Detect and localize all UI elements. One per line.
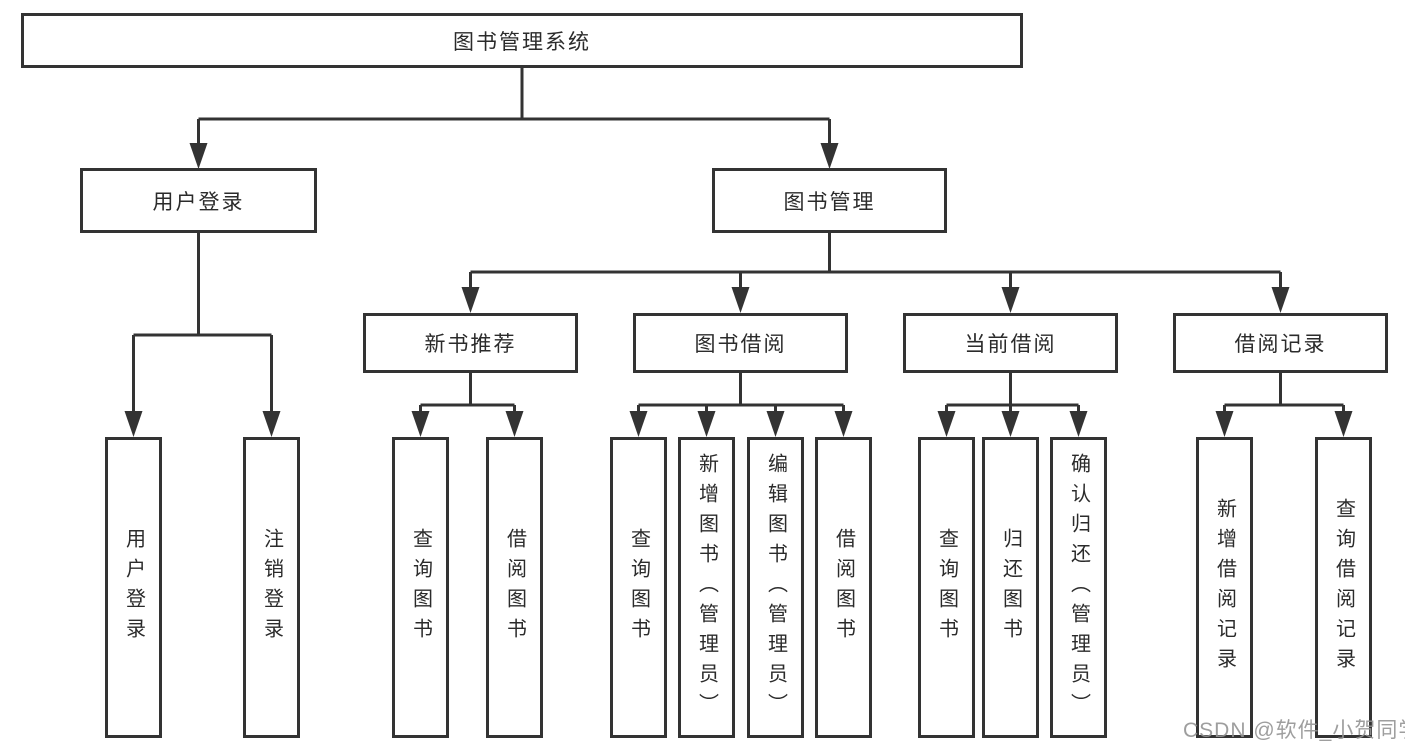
leaf-add-book-admin-label: 新增图书（管理员） [695,452,718,723]
leaf-query-borrow-record-label: 查询借阅记录 [1332,497,1355,678]
leaf-query-books-recommend-label: 查询图书 [409,527,432,648]
leaf-query-books-current-label: 查询图书 [935,527,958,648]
arrowheads-user-login-children [124,411,281,437]
arrowheads-group2 [937,411,1088,437]
connector-group2-children [945,373,1080,412]
leaf-borrow-books-recommend-label: 借阅图书 [503,527,526,648]
connector-group3-children [1223,373,1345,412]
leaf-borrow-books-borrowing-label: 借阅图书 [832,527,855,648]
leaf-user-login-label: 用户登录 [122,527,145,648]
connector-user-login-children [132,233,273,412]
node-root-system: 图书管理系统 [21,13,1023,68]
node-borrowing-records-label: 借阅记录 [1234,333,1327,356]
node-current-borrowing: 当前借阅 [903,313,1118,373]
arrowheads-group3 [1215,411,1353,437]
node-borrowing-records: 借阅记录 [1173,313,1388,373]
connector-book-management-to-level2 [469,233,1282,288]
arrowheads-group0 [411,411,524,437]
leaf-add-borrow-record: 新增借阅记录 [1196,437,1253,738]
leaf-query-borrow-record: 查询借阅记录 [1315,437,1372,738]
node-book-management: 图书管理 [712,168,947,233]
node-user-login-label: 用户登录 [152,190,245,214]
node-root-system-label: 图书管理系统 [453,30,591,54]
leaf-query-books-current: 查询图书 [918,437,975,738]
leaf-confirm-return-admin-label: 确认归还（管理员） [1067,452,1090,723]
connector-root-to-level1 [197,68,831,144]
node-current-borrowing-label: 当前借阅 [964,333,1057,356]
arrowheads-group1 [629,411,853,437]
arrowheads-level2 [461,287,1290,313]
leaf-return-book-label: 归还图书 [999,527,1022,648]
node-book-borrowing-label: 图书借阅 [694,333,787,356]
connector-group0-children [419,373,516,412]
leaf-query-books-borrowing-label: 查询图书 [627,527,650,648]
node-book-management-label: 图书管理 [783,190,876,214]
arrowheads-level1 [189,143,839,169]
leaf-borrow-books-borrowing: 借阅图书 [815,437,872,738]
leaf-edit-book-admin-label: 编辑图书（管理员） [764,452,787,723]
connector-group1-children [637,373,845,412]
node-user-login: 用户登录 [80,168,317,233]
leaf-return-book: 归还图书 [982,437,1039,738]
csdn-watermark: CSDN @软件_小贺同学 [1183,719,1405,742]
leaf-query-books-recommend: 查询图书 [392,437,449,738]
node-book-borrowing: 图书借阅 [633,313,848,373]
leaf-query-books-borrowing: 查询图书 [610,437,667,738]
leaf-add-borrow-record-label: 新增借阅记录 [1213,497,1236,678]
node-new-book-recommendation: 新书推荐 [363,313,578,373]
leaf-confirm-return-admin: 确认归还（管理员） [1050,437,1107,738]
leaf-user-login: 用户登录 [105,437,162,738]
leaf-edit-book-admin: 编辑图书（管理员） [747,437,804,738]
node-new-book-recommendation-label: 新书推荐 [424,333,517,356]
leaf-borrow-books-recommend: 借阅图书 [486,437,543,738]
leaf-logout: 注销登录 [243,437,300,738]
leaf-logout-label: 注销登录 [260,527,283,648]
leaf-add-book-admin: 新增图书（管理员） [678,437,735,738]
